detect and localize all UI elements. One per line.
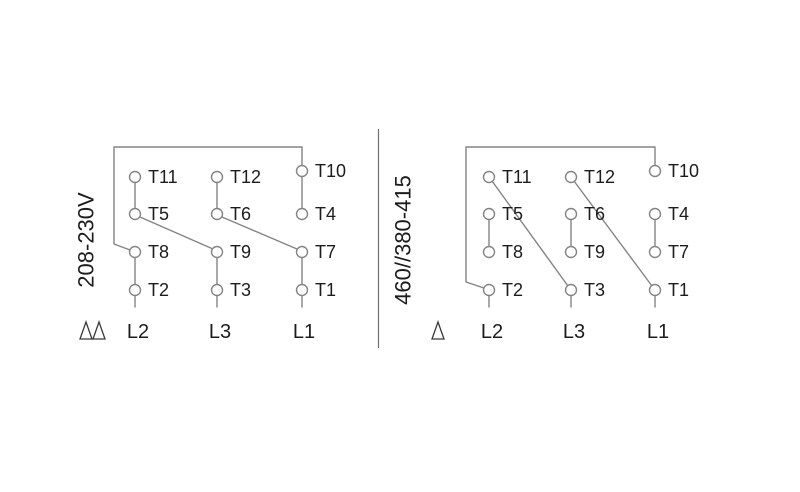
terminal-label-t3: T3 bbox=[584, 280, 605, 300]
terminal-circle-t10 bbox=[295, 164, 309, 178]
terminal-label-t9: T9 bbox=[230, 242, 251, 262]
terminal-circle-t8 bbox=[482, 245, 496, 259]
terminal-circle-t3 bbox=[210, 283, 224, 297]
right-diagram: 460//380-415 T11 T12 T10 T5 T6 T4 bbox=[391, 146, 699, 343]
terminal-label-t2: T2 bbox=[148, 280, 169, 300]
terminal-circle-t5 bbox=[128, 207, 142, 221]
terminal-label-t9: T9 bbox=[584, 242, 605, 262]
left-diagram: 208-230V T11 T12 T10 T5 bbox=[74, 146, 346, 343]
terminal-circle-t12 bbox=[564, 170, 578, 184]
terminal-label-t8: T8 bbox=[148, 242, 169, 262]
terminal-label-t11: T11 bbox=[148, 167, 178, 187]
delta-triangle bbox=[79, 320, 93, 340]
terminal-circle-t6 bbox=[210, 207, 224, 221]
voltage-label: 460//380-415 bbox=[391, 175, 416, 305]
delta-triangle bbox=[92, 320, 106, 340]
terminal-circle-t4 bbox=[648, 207, 662, 221]
delta-icon bbox=[431, 320, 445, 340]
terminal-circle-t11 bbox=[128, 170, 142, 184]
terminal-label-t7: T7 bbox=[315, 242, 336, 262]
terminal-circle-t9 bbox=[564, 245, 578, 259]
terminal-circle-t8 bbox=[128, 245, 142, 259]
terminal-circle-t9 bbox=[210, 245, 224, 259]
terminal-circle-t2 bbox=[128, 283, 142, 297]
terminal-label-t7: T7 bbox=[668, 242, 689, 262]
double-delta-icon bbox=[79, 320, 106, 340]
phase-label-l3: L3 bbox=[563, 321, 585, 343]
terminal-circle-t11 bbox=[482, 170, 496, 184]
terminal-label-t1: T1 bbox=[315, 280, 336, 300]
terminal-circle-t1 bbox=[295, 283, 309, 297]
jumper-t6-t7 bbox=[221, 216, 298, 250]
terminal-circle-t2 bbox=[482, 283, 496, 297]
terminal-circle-t7 bbox=[648, 245, 662, 259]
terminal-label-t3: T3 bbox=[230, 280, 251, 300]
jumper-t11-t3 bbox=[491, 180, 569, 287]
hook-t10-t2 bbox=[465, 146, 656, 289]
terminal-label-t12: T12 bbox=[230, 167, 261, 187]
terminal-circle-t4 bbox=[295, 207, 309, 221]
terminal-label-t6: T6 bbox=[230, 204, 251, 224]
terminal-label-t5: T5 bbox=[148, 204, 169, 224]
hook-t10-t8 bbox=[113, 146, 303, 251]
terminal-label-t6: T6 bbox=[584, 204, 605, 224]
phase-label-l2: L2 bbox=[481, 321, 503, 343]
terminal-circle-t12 bbox=[210, 170, 224, 184]
terminal-circle-t7 bbox=[295, 245, 309, 259]
phase-label-l1: L1 bbox=[293, 321, 315, 343]
terminal-circle-t6 bbox=[564, 207, 578, 221]
terminal-circle-t5 bbox=[482, 207, 496, 221]
terminal-label-t4: T4 bbox=[668, 204, 689, 224]
terminal-circle-t1 bbox=[648, 283, 662, 297]
terminal-circle-t10 bbox=[648, 164, 662, 178]
jumper-t12-t1 bbox=[573, 180, 653, 287]
jumper-t5-t9 bbox=[139, 216, 214, 250]
terminal-label-t2: T2 bbox=[502, 280, 523, 300]
phase-label-l1: L1 bbox=[647, 321, 669, 343]
terminal-label-t1: T1 bbox=[668, 280, 689, 300]
phase-label-l2: L2 bbox=[127, 321, 149, 343]
terminal-label-t5: T5 bbox=[502, 204, 523, 224]
terminal-label-t11: T11 bbox=[502, 167, 532, 187]
terminal-label-t10: T10 bbox=[668, 161, 699, 181]
delta-triangle bbox=[431, 320, 445, 340]
terminal-label-t12: T12 bbox=[584, 167, 615, 187]
phase-label-l3: L3 bbox=[209, 321, 231, 343]
terminal-label-t4: T4 bbox=[315, 204, 336, 224]
terminal-label-t10: T10 bbox=[315, 161, 346, 181]
voltage-label: 208-230V bbox=[74, 192, 99, 288]
terminal-circle-t3 bbox=[564, 283, 578, 297]
terminal-label-t8: T8 bbox=[502, 242, 523, 262]
